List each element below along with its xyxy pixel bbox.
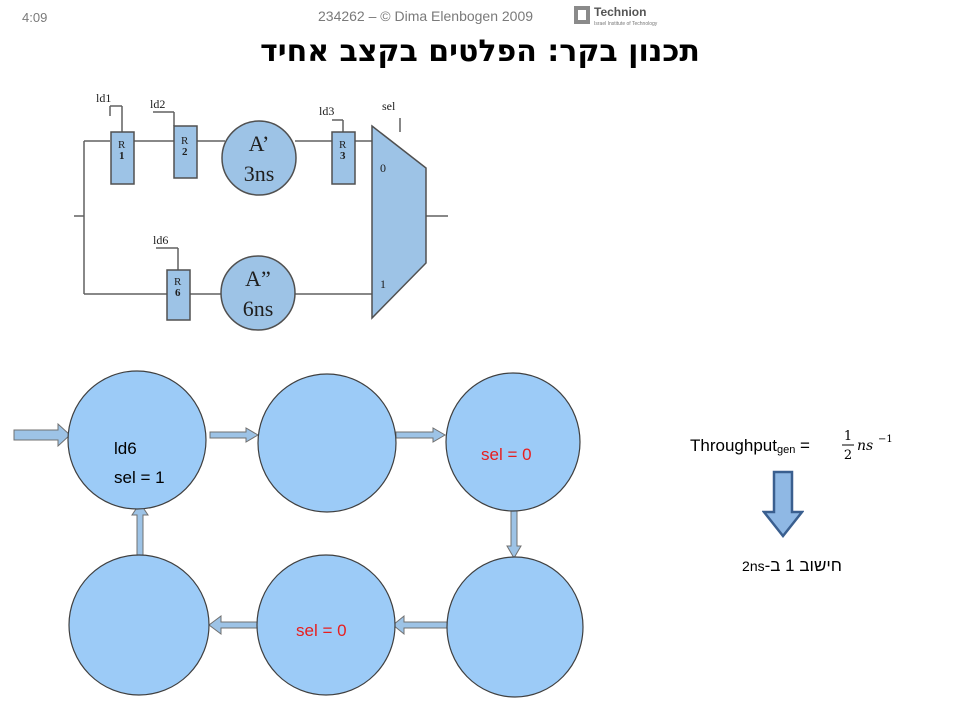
- register-r6-letter: R: [174, 276, 182, 288]
- throughput-fraction: 1 2 ns −1: [842, 429, 893, 463]
- down-arrow-icon: [762, 470, 804, 539]
- fraction-unit: ns: [857, 438, 873, 454]
- state-5-output-sel: sel = 0: [296, 621, 347, 640]
- slide-title: תכנון בקר: הפלטים בקצב אחיד: [260, 34, 700, 69]
- state-4: [446, 556, 584, 698]
- technion-logo: Technion Israel Institute of Technology: [574, 5, 658, 27]
- compute-rate-text: חישוב 1 ב-2ns: [690, 556, 894, 576]
- throughput-equals: =: [800, 436, 810, 455]
- arrow-s5-s6: [208, 615, 258, 635]
- entry-arrow: [13, 422, 71, 448]
- arrow-s4-s5: [392, 614, 448, 636]
- register-r2: [173, 125, 198, 179]
- unit-a-double-prime-name: A”: [245, 266, 271, 291]
- fraction-numerator: 1: [844, 429, 852, 444]
- state-1-output-sel: sel = 1: [114, 468, 165, 487]
- pipeline-schematic: ld1 ld2 ld3 ld6 sel R 1 R 2 R 3 R 6 A’ 3…: [74, 91, 448, 331]
- register-r1-letter: R: [118, 139, 126, 151]
- fsm-diagram: ld6 sel = 1 sel = 0 sel = 0: [13, 370, 584, 698]
- unit-a-double-prime-delay: 6ns: [243, 296, 274, 321]
- register-r2-letter: R: [181, 135, 189, 147]
- unit-a-prime: [221, 120, 297, 196]
- unit-a-prime-delay: 3ns: [244, 161, 275, 186]
- arrow-s3-s4: [506, 509, 522, 559]
- slide-time: 4:09: [22, 10, 48, 25]
- state-1-output-ld6: ld6: [114, 439, 137, 458]
- state-3: [445, 372, 581, 512]
- register-r3-letter: R: [339, 139, 347, 151]
- register-r1: [110, 131, 135, 185]
- register-r2-number: 2: [182, 146, 188, 158]
- register-r1-number: 1: [119, 150, 125, 162]
- multiplexer: [371, 124, 427, 320]
- state-6: [68, 554, 210, 696]
- arrow-s2-s3: [395, 427, 446, 443]
- mux-input-0: 0: [380, 161, 386, 175]
- register-r3-number: 3: [340, 150, 346, 162]
- state-5: [256, 554, 396, 696]
- fraction-exponent: −1: [878, 434, 893, 445]
- throughput-formula: Throughputgen =: [690, 436, 810, 456]
- arrow-s6-s1: [131, 502, 149, 556]
- compute-ns: 2ns: [742, 558, 765, 574]
- mux-input-1: 1: [380, 277, 386, 291]
- arrow-s1-s2: [209, 427, 259, 443]
- throughput-label: Throughput: [690, 436, 777, 455]
- label-sel: sel: [382, 99, 396, 113]
- fraction-denominator: 2: [844, 448, 852, 463]
- register-r6: [166, 269, 191, 321]
- label-ld3: ld3: [319, 104, 334, 118]
- result-arrow: [762, 470, 804, 539]
- label-ld2: ld2: [150, 97, 165, 111]
- state-1: [67, 370, 207, 510]
- register-r3: [331, 131, 356, 185]
- label-ld6: ld6: [153, 233, 168, 247]
- state-2: [257, 373, 397, 513]
- throughput-subscript: gen: [776, 444, 796, 456]
- technion-logo-text: Technion: [594, 5, 646, 19]
- copyright-text: 234262 – © Dima Elenbogen 2009: [318, 8, 534, 24]
- unit-a-double-prime: [220, 255, 296, 331]
- technion-logo-subtext: Israel Institute of Technology: [594, 21, 658, 27]
- compute-text: חישוב 1 ב-: [764, 556, 842, 575]
- register-r6-number: 6: [175, 287, 181, 299]
- unit-a-prime-name: A’: [249, 131, 270, 156]
- label-ld1: ld1: [96, 91, 111, 105]
- state-3-output-sel: sel = 0: [481, 445, 532, 464]
